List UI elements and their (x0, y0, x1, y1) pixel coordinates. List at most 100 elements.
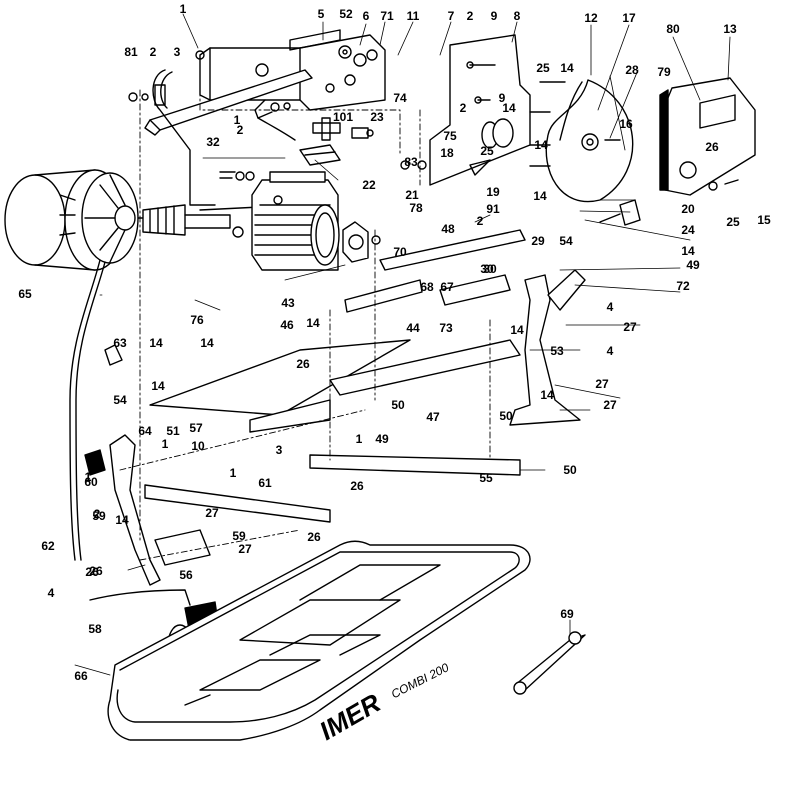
callout-label-26: 26 (296, 357, 310, 371)
callout-label-54: 54 (113, 393, 127, 407)
callout-label-28: 28 (625, 63, 639, 77)
callout-label-27: 27 (623, 320, 637, 334)
callout-label-62: 62 (41, 539, 55, 553)
callout-label-80: 80 (666, 22, 680, 36)
callout-label-29: 29 (531, 234, 545, 248)
callout-label-2: 2 (93, 507, 101, 521)
callout-label-14: 14 (151, 379, 165, 393)
callout-label-27: 27 (238, 542, 252, 556)
callout-label-25: 25 (726, 215, 740, 229)
callout-label-4: 4 (606, 300, 614, 314)
callout-label-1: 1 (84, 470, 92, 484)
callout-label-61: 61 (258, 476, 272, 490)
leg-frame-left (84, 434, 191, 606)
callout-label-59: 59 (92, 509, 106, 523)
callout-label-26: 26 (705, 140, 719, 154)
callout-label-50: 50 (499, 409, 513, 423)
callout-label-3: 3 (173, 45, 181, 59)
callout-label-27: 27 (595, 377, 609, 391)
callout-label-66: 66 (74, 669, 88, 683)
callout-label-67: 67 (440, 280, 454, 294)
leader-lines (74, 13, 731, 676)
callout-label-9: 9 (498, 91, 506, 105)
callout-label-3: 3 (275, 443, 283, 457)
callout-label-20: 20 (681, 202, 695, 216)
callout-label-14: 14 (115, 513, 129, 527)
leg-frame-right (509, 269, 586, 426)
callout-label-54: 54 (559, 234, 573, 248)
callout-label-72: 72 (676, 279, 690, 293)
callout-label-21: 21 (405, 188, 419, 202)
side-cover (599, 77, 756, 226)
callout-label-63: 63 (113, 336, 127, 350)
callout-label-10: 10 (191, 439, 205, 453)
callout-label-46: 46 (280, 318, 294, 332)
callout-label-2: 2 (476, 214, 484, 228)
callout-label-8: 8 (513, 9, 521, 23)
callout-label-14: 14 (560, 61, 574, 75)
callout-label-91: 91 (486, 202, 500, 216)
callout-label-6: 6 (362, 9, 370, 23)
callout-label-26: 26 (85, 565, 99, 579)
callout-label-69: 69 (560, 607, 574, 621)
callout-label-27: 27 (603, 398, 617, 412)
callout-label-17: 17 (622, 11, 636, 25)
fasteners-left (128, 50, 291, 112)
callout-label-56: 56 (179, 568, 193, 582)
sliding-table (144, 229, 526, 523)
callout-label-19: 19 (486, 185, 500, 199)
cable (69, 259, 123, 561)
callout-label-12: 12 (584, 11, 598, 25)
callout-label-27: 27 (205, 506, 219, 520)
callout-label-101: 101 (332, 110, 354, 124)
callout-label-24: 24 (681, 223, 695, 237)
callout-label-14: 14 (534, 138, 548, 152)
motor-body (219, 144, 381, 271)
callout-label-76: 76 (190, 313, 204, 327)
callout-label-25: 25 (536, 61, 550, 75)
callout-label-14: 14 (533, 189, 547, 203)
callout-label-49: 49 (686, 258, 700, 272)
callout-label-9: 9 (490, 9, 498, 23)
callout-label-11: 11 (406, 9, 420, 23)
callout-label-1: 1 (229, 466, 237, 480)
callout-label-4: 4 (606, 344, 614, 358)
support-plate (400, 34, 531, 186)
callout-label-52: 52 (339, 7, 353, 21)
callout-label-1: 1 (161, 437, 169, 451)
callout-label-14: 14 (200, 336, 214, 350)
callout-label-14: 14 (540, 388, 554, 402)
callout-label-58: 58 (88, 622, 102, 636)
callout-label-14: 14 (681, 244, 695, 258)
callout-label-2: 2 (236, 123, 244, 137)
bracket (154, 529, 211, 566)
callout-label-1: 1 (233, 113, 241, 127)
callout-label-14: 14 (306, 316, 320, 330)
callout-label-47: 47 (426, 410, 440, 424)
fittings (312, 117, 374, 141)
callout-label-5: 5 (317, 7, 325, 21)
callout-label-49: 49 (375, 432, 389, 446)
callout-label-14: 14 (149, 336, 163, 350)
callout-label-68: 68 (420, 280, 434, 294)
callout-label-78: 78 (409, 201, 423, 215)
callout-label-18: 18 (440, 146, 454, 160)
callout-label-48: 48 (441, 222, 455, 236)
water-tray (107, 540, 531, 741)
callout-label-14: 14 (502, 101, 516, 115)
callout-label-60: 60 (84, 475, 98, 489)
callout-label-4: 4 (47, 586, 55, 600)
callout-label-51: 51 (166, 424, 180, 438)
callout-label-53: 53 (550, 344, 564, 358)
callout-label-57: 57 (189, 421, 203, 435)
callout-label-25: 25 (480, 144, 494, 158)
callout-label-75: 75 (443, 129, 457, 143)
motor-stator (4, 169, 151, 271)
callout-label-7: 7 (447, 9, 455, 23)
callout-label-30: 30 (480, 262, 494, 276)
callout-label-1: 1 (179, 2, 187, 16)
callout-label-26: 26 (307, 530, 321, 544)
callout-label-23: 23 (370, 110, 384, 124)
